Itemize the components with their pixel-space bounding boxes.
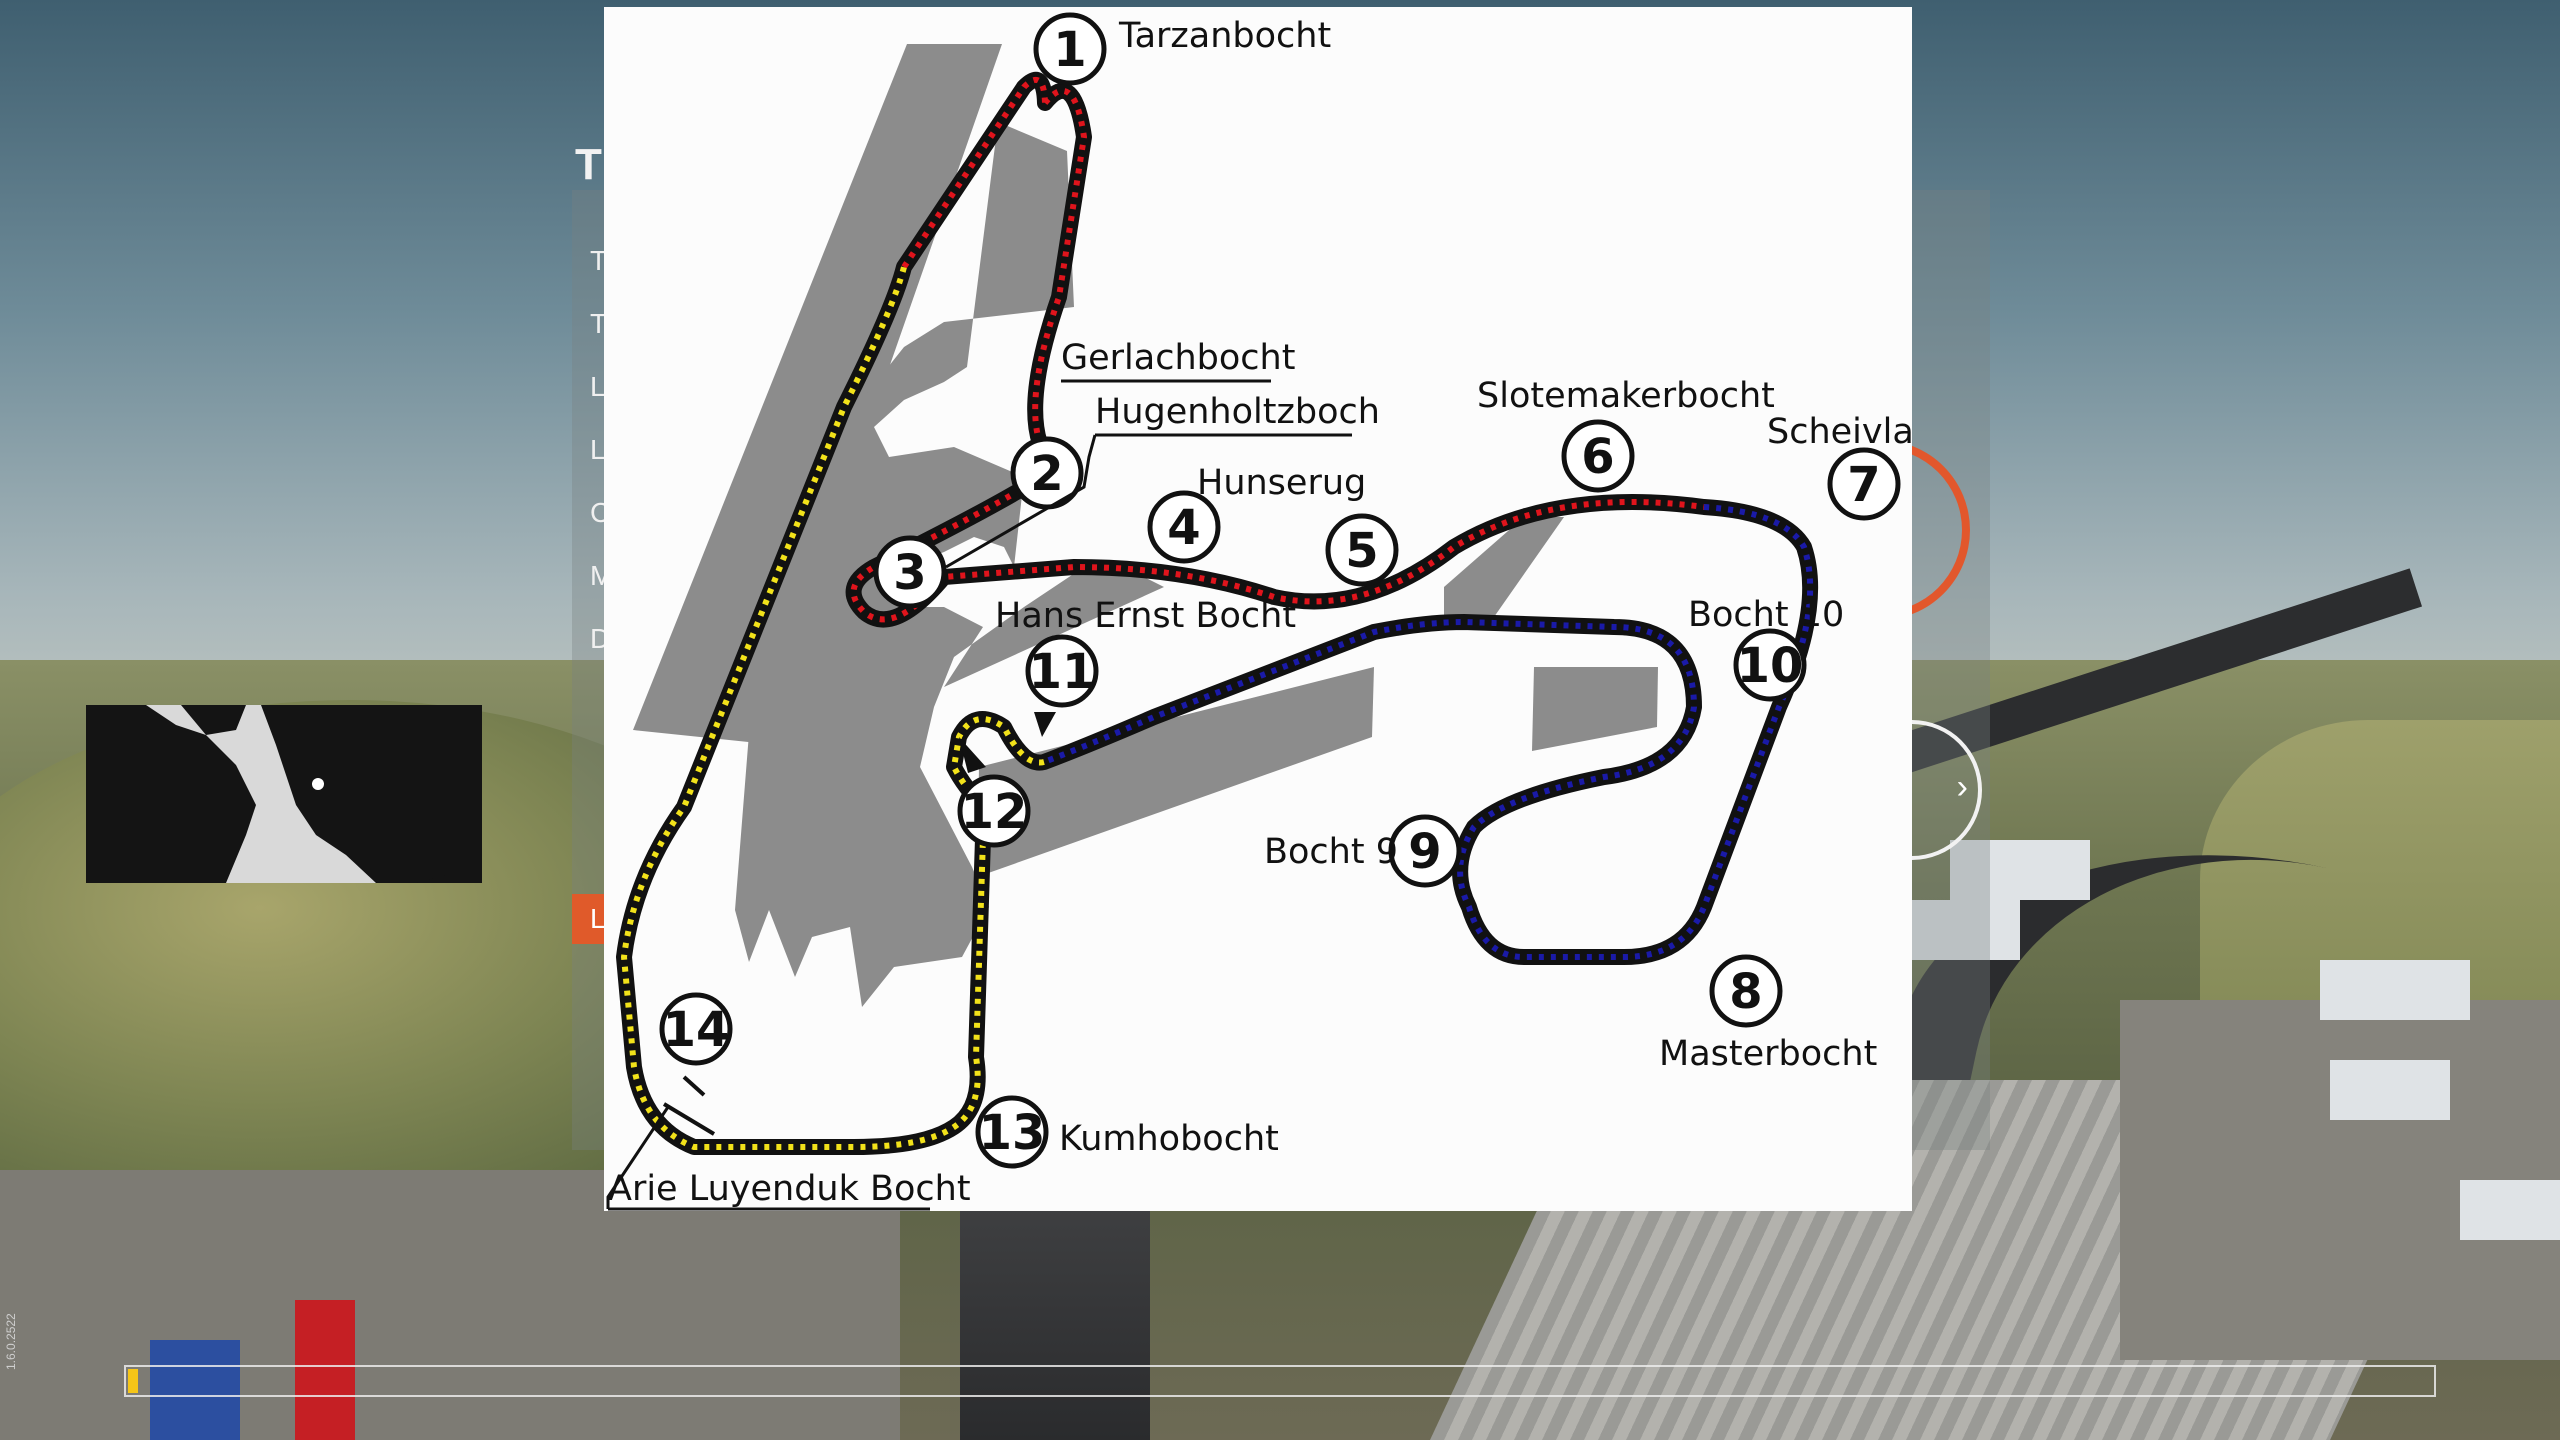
corner-marker-1: 1 Tarzanbocht	[1033, 12, 1331, 86]
corner-name: Bocht 10	[1688, 595, 1844, 635]
chevron-right-icon: ›	[1956, 768, 1968, 806]
track-map-card: 1 Tarzanbocht 2 Gerlachbocht 3 Hugenholt…	[604, 7, 1912, 1211]
corner-marker-9: 9 Bocht 9	[1264, 814, 1462, 888]
paddock-area	[1444, 517, 1564, 627]
corner-marker-7: 7 Scheivlak	[1767, 412, 1912, 521]
corner-name: Hunserug	[1197, 463, 1366, 503]
corner-marker-5: 5	[1325, 513, 1399, 587]
tent	[1910, 900, 2020, 960]
corner-number: 13	[979, 1105, 1046, 1161]
corner-number: 4	[1167, 500, 1200, 556]
paddock-area	[633, 44, 1002, 743]
corner-marker-10: 10 Bocht 10	[1688, 595, 1844, 702]
sector-1-line	[850, 76, 1705, 623]
corner-name: Scheivlak	[1767, 412, 1912, 452]
corner-name: Hugenholtzboch	[1095, 392, 1380, 432]
menu-item[interactable]: T	[590, 308, 608, 339]
corner-number: 2	[1030, 446, 1063, 502]
sector-2-line	[1042, 504, 1814, 960]
paddock-area	[1532, 667, 1658, 751]
corner-name: Kumhobocht	[1059, 1119, 1279, 1159]
tent	[2330, 1060, 2450, 1120]
corner-name: Bocht 9	[1264, 832, 1398, 872]
corner-marker-8: 8 Masterbocht	[1659, 954, 1877, 1074]
corner-number: 7	[1847, 457, 1880, 513]
corner-name: Arie Luyenduk Bocht	[608, 1169, 971, 1209]
corner-marker-14: 14 Arie Luyenduk Bocht	[606, 992, 971, 1211]
corner-number: 1	[1053, 22, 1086, 78]
tent	[2320, 960, 2470, 1020]
version-label: 1.6.0.2522	[4, 1313, 18, 1370]
tent	[1950, 840, 2090, 900]
corner-marker-6: 6 Slotemakerbocht	[1477, 376, 1775, 493]
corner-number: 9	[1408, 824, 1441, 880]
corner-marker-12: 12	[957, 737, 1031, 848]
corner-marker-11: 11 Hans Ernst Bocht	[995, 596, 1296, 737]
corner-marker-4: 4 Hunserug	[1147, 463, 1366, 564]
loading-progress-bar	[124, 1365, 2436, 1397]
progress-fill	[128, 1369, 138, 1393]
track-map: 1 Tarzanbocht 2 Gerlachbocht 3 Hugenholt…	[606, 12, 1912, 1211]
corner-name: Gerlachbocht	[1061, 338, 1295, 378]
menu-item[interactable]: L	[590, 371, 606, 402]
corner-number: 10	[1737, 638, 1804, 694]
corner-name: Masterbocht	[1659, 1034, 1877, 1074]
corner-number: 5	[1345, 523, 1378, 579]
corner-marker-2: 2 Gerlachbocht	[1010, 338, 1295, 510]
banner	[150, 1340, 240, 1440]
sector-3-line	[620, 266, 1045, 1150]
paddock-area	[735, 122, 1164, 1007]
corner-number: 3	[893, 545, 926, 601]
corner-number: 12	[961, 784, 1028, 840]
pit-building	[960, 1210, 1150, 1440]
corner-marker-3: 3 Hugenholtzboch	[873, 392, 1380, 609]
corner-marker-13: 13 Kumhobocht	[975, 1095, 1279, 1169]
tent	[2460, 1180, 2560, 1240]
corner-number: 11	[1029, 644, 1096, 700]
paddock-area	[977, 667, 1374, 877]
corner-name: Hans Ernst Bocht	[995, 596, 1296, 636]
corner-number: 6	[1581, 429, 1614, 485]
corner-number: 8	[1729, 964, 1762, 1020]
corner-name: Tarzanbocht	[1118, 16, 1331, 56]
banner	[295, 1300, 355, 1440]
corner-name: Slotemakerbocht	[1477, 376, 1775, 416]
menu-item[interactable]: L	[590, 434, 606, 465]
world-map	[86, 705, 482, 883]
corner-number: 14	[663, 1002, 730, 1058]
menu-item[interactable]: T	[590, 245, 608, 276]
